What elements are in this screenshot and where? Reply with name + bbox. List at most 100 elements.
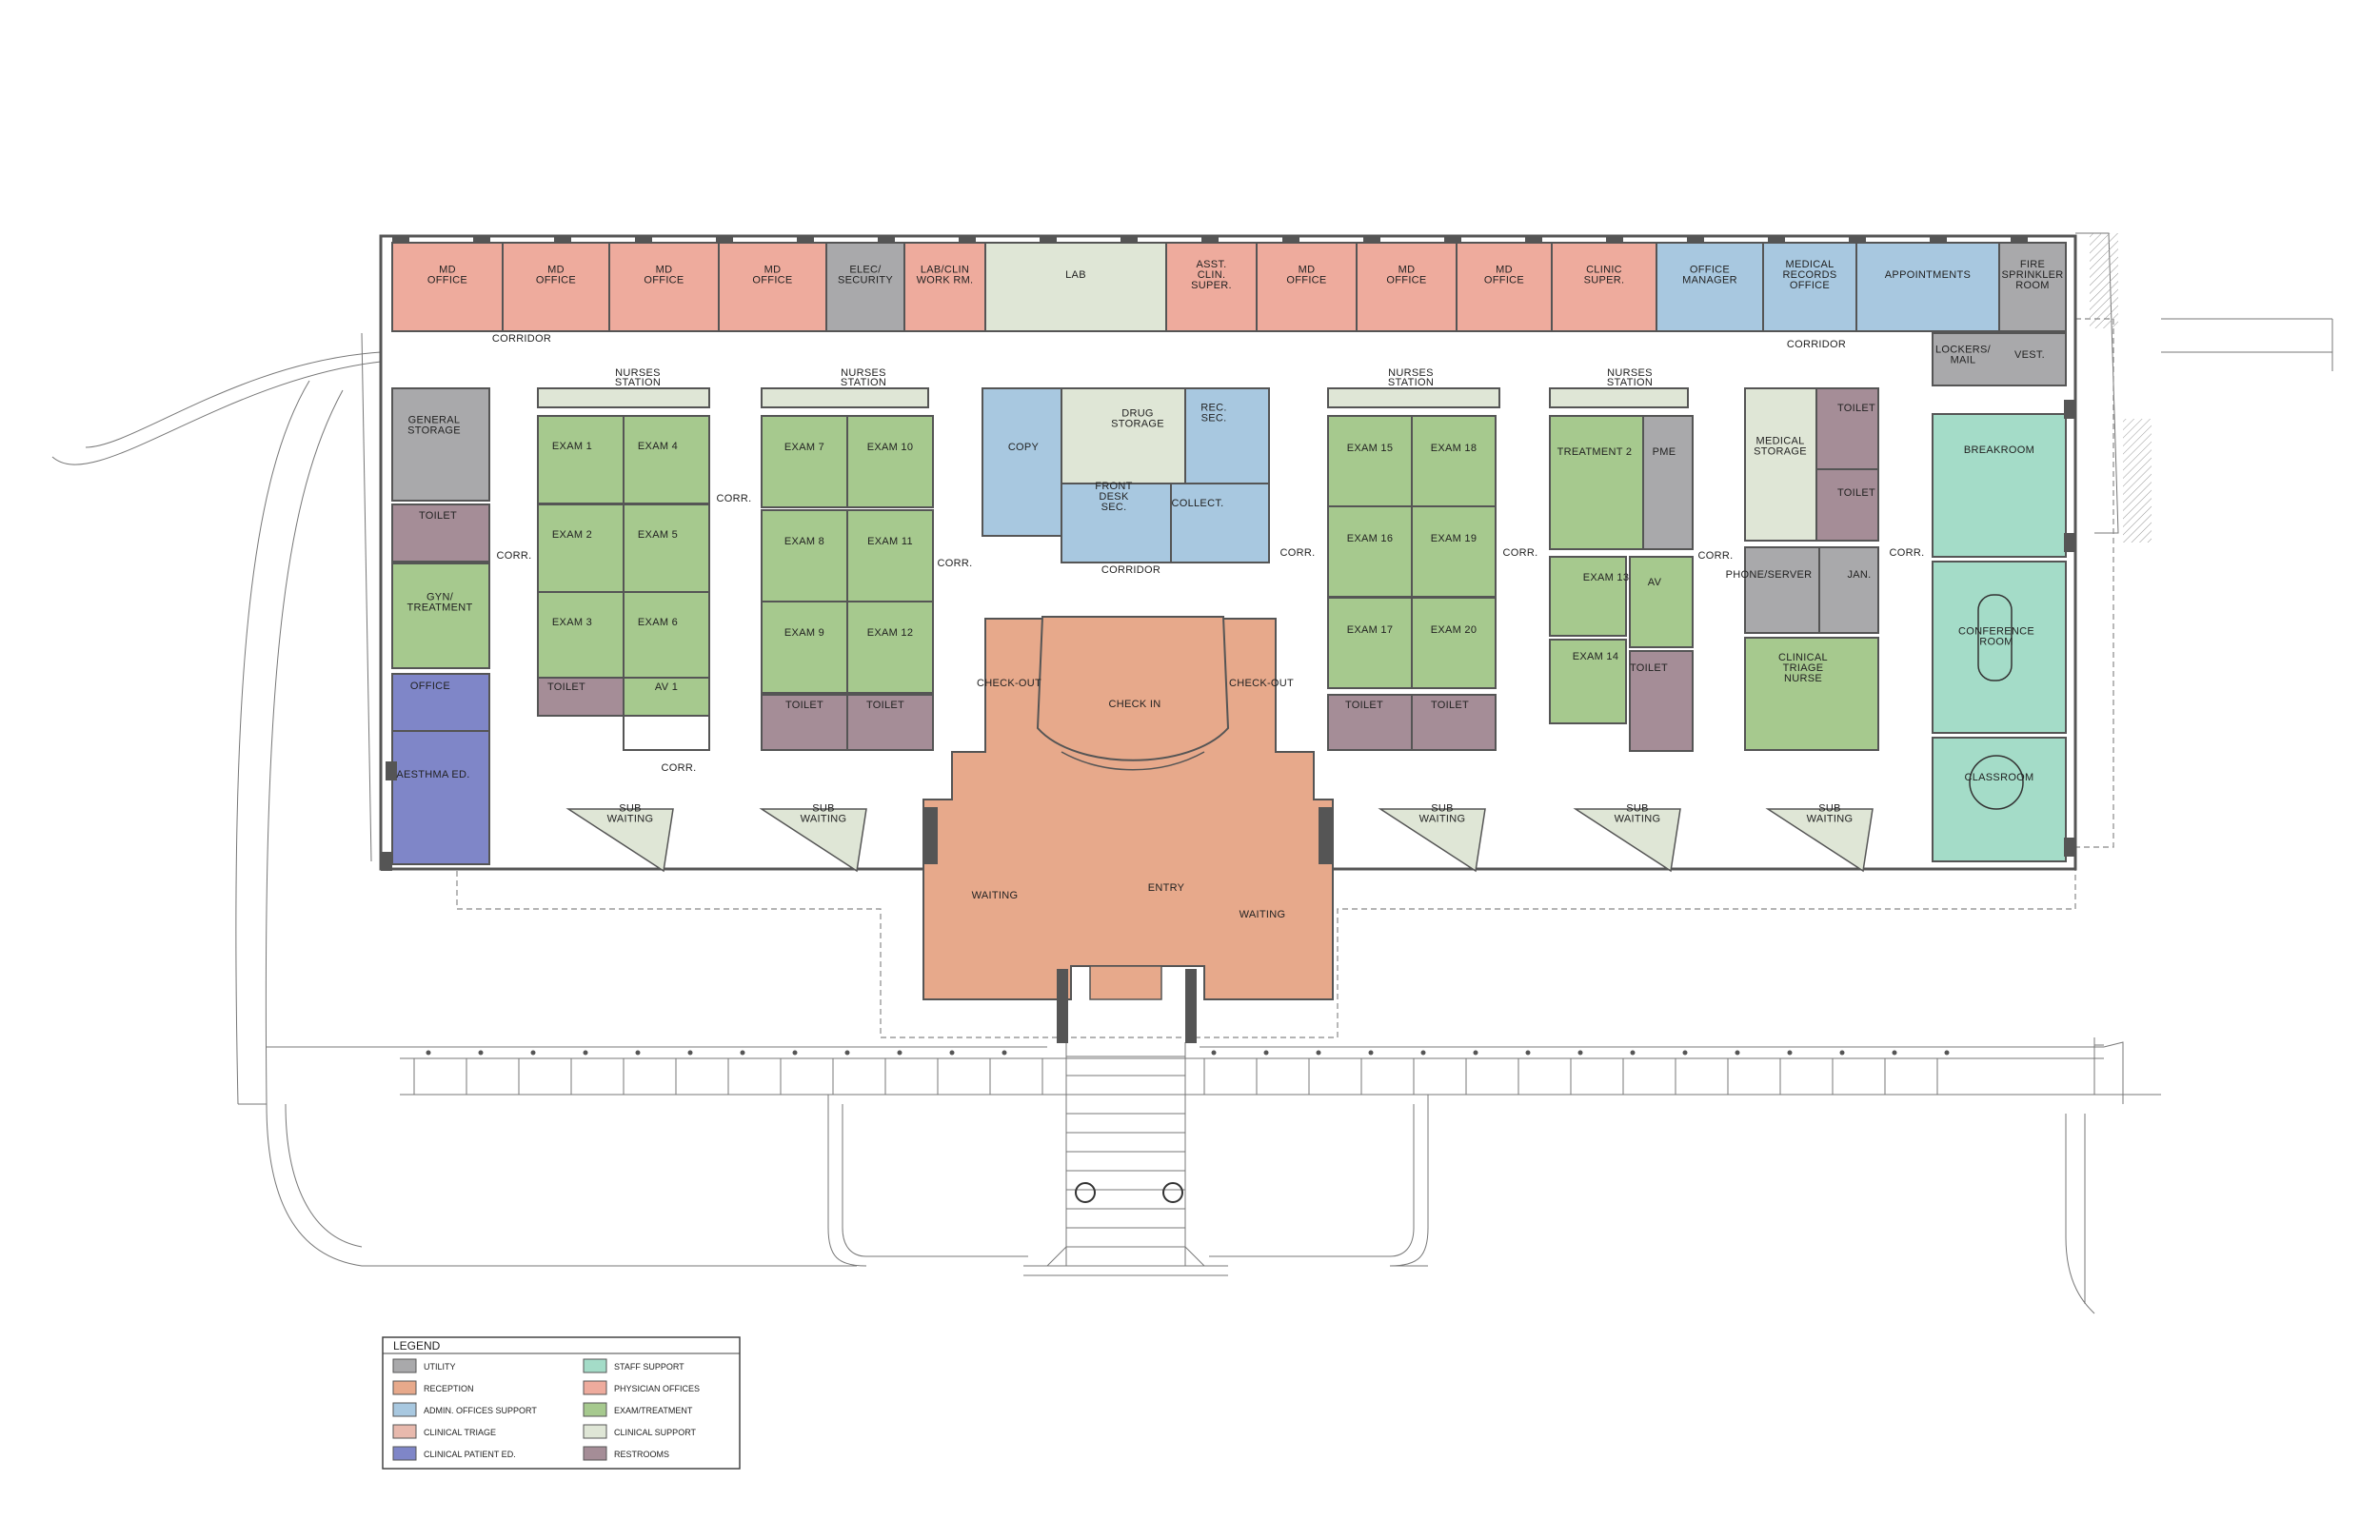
- room-toilet-b3b: [1411, 694, 1497, 751]
- label-exam3: EXAM 3: [552, 617, 592, 628]
- room-md4: [718, 242, 827, 332]
- label-check-out-right: CHECK-OUT: [1229, 678, 1294, 689]
- room-offmgr: [1656, 242, 1764, 332]
- hatch-area: [2090, 233, 2118, 328]
- site-curve-2: [51, 361, 382, 465]
- wall-segment: [635, 235, 652, 243]
- room-toilet-b4: [1629, 650, 1694, 752]
- bollard: [1787, 1050, 1793, 1056]
- site-curve-4: [235, 380, 310, 1105]
- legend-swatch-exam: [583, 1402, 607, 1417]
- label-exam20: EXAM 20: [1431, 624, 1478, 636]
- wall-segment: [1363, 235, 1380, 243]
- label-classroom: CLASSROOM: [1965, 772, 2034, 783]
- legend-swatch-reception: [392, 1380, 417, 1395]
- room-appts: [1855, 242, 2000, 332]
- label-corr-3: CORR.: [662, 762, 697, 774]
- room-md3: [608, 242, 720, 332]
- room-breakroom: [1932, 413, 2067, 558]
- sub-waiting-5: [1765, 808, 1874, 873]
- hatch-area: [2123, 419, 2152, 543]
- check-in-desk: [1061, 751, 1205, 771]
- legend-title: LEGEND: [393, 1339, 441, 1352]
- classroom-table: [1969, 755, 2024, 810]
- room-check-in: [1036, 616, 1230, 761]
- wall-segment: [1687, 235, 1704, 243]
- label-lockers: LOCKERS/MAIL: [1935, 345, 1992, 366]
- dashed-overhang-right: [2047, 318, 2114, 848]
- room-md5: [1256, 242, 1358, 332]
- label-check-in: CHECK IN: [1109, 699, 1161, 710]
- room-exam1: [537, 415, 625, 504]
- wall-segment: [1282, 235, 1299, 243]
- room-exam3: [537, 591, 625, 681]
- room-exam14: [1549, 639, 1627, 724]
- label-phone-server: PHONE/SERVER: [1726, 569, 1813, 581]
- label-waiting-right: WAITING: [1240, 909, 1286, 920]
- bollard: [1473, 1050, 1478, 1056]
- room-exam17: [1327, 597, 1413, 689]
- wall-segment: [716, 235, 733, 243]
- room-general-storage: [391, 387, 490, 502]
- bollard-icon: [1162, 1182, 1183, 1203]
- bollard: [1839, 1050, 1845, 1056]
- label-exam14: EXAM 14: [1573, 651, 1619, 662]
- label-toilet-b3b: TOILET: [1431, 700, 1469, 711]
- room-medrec: [1762, 242, 1857, 332]
- wall-segment: [2011, 235, 2028, 243]
- label-av: AV: [1648, 577, 1662, 588]
- label-exam9: EXAM 9: [784, 627, 824, 639]
- room-md6: [1356, 242, 1458, 332]
- room-toilet-left: [391, 503, 490, 563]
- room-label-elec: ELEC/SECURITY: [838, 265, 893, 286]
- bollard: [478, 1050, 484, 1056]
- label-exam8: EXAM 8: [784, 536, 824, 547]
- label-office: OFFICE: [410, 681, 450, 692]
- legend-swatch-clinical_support: [583, 1424, 607, 1439]
- room-md1: [391, 242, 504, 332]
- sub-waiting-2: [759, 808, 867, 873]
- label-rec-sec: REC.SEC.: [1200, 403, 1226, 424]
- wall-segment: [392, 235, 409, 243]
- legend-label-reception: RECEPTION: [424, 1384, 474, 1393]
- legend-label-utility: UTILITY: [424, 1362, 456, 1372]
- legend-swatch-physician: [583, 1380, 607, 1395]
- room-lockers: [1932, 332, 2067, 386]
- legend-label-patient_ed: CLINICAL PATIENT ED.: [424, 1450, 516, 1459]
- sub-waiting-3: [1378, 808, 1486, 873]
- bollard: [844, 1050, 850, 1056]
- bollard: [426, 1050, 431, 1056]
- bollard: [1892, 1050, 1897, 1056]
- room-av: [1629, 556, 1694, 648]
- bollard: [1735, 1050, 1740, 1056]
- label-exam19: EXAM 19: [1431, 533, 1478, 544]
- room-copy: [982, 387, 1062, 537]
- nurses-station-1-bar: [537, 387, 710, 408]
- wall-segment: [386, 761, 397, 780]
- bollard: [1002, 1050, 1007, 1056]
- wall-segment: [1849, 235, 1866, 243]
- site-lines: [51, 232, 2333, 1314]
- room-treatment2: [1549, 415, 1644, 550]
- bollard: [1525, 1050, 1531, 1056]
- bollard: [635, 1050, 641, 1056]
- room-exam15: [1327, 415, 1413, 507]
- label-treatment2: TREATMENT 2: [1557, 446, 1633, 458]
- entry-column-left: [1057, 969, 1068, 1043]
- bollard: [1211, 1050, 1217, 1056]
- room-exam8: [761, 509, 848, 602]
- legend-label-physician: PHYSICIAN OFFICES: [614, 1384, 700, 1393]
- label-breakroom: BREAKROOM: [1964, 444, 2034, 456]
- room-label-asst: ASST.CLIN.SUPER.: [1191, 259, 1232, 291]
- site-curve-1: [85, 351, 382, 448]
- room-exam20: [1411, 597, 1497, 689]
- label-vest: VEST.: [2014, 349, 2045, 361]
- room-lab: [984, 242, 1167, 332]
- label-exam2: EXAM 2: [552, 529, 592, 541]
